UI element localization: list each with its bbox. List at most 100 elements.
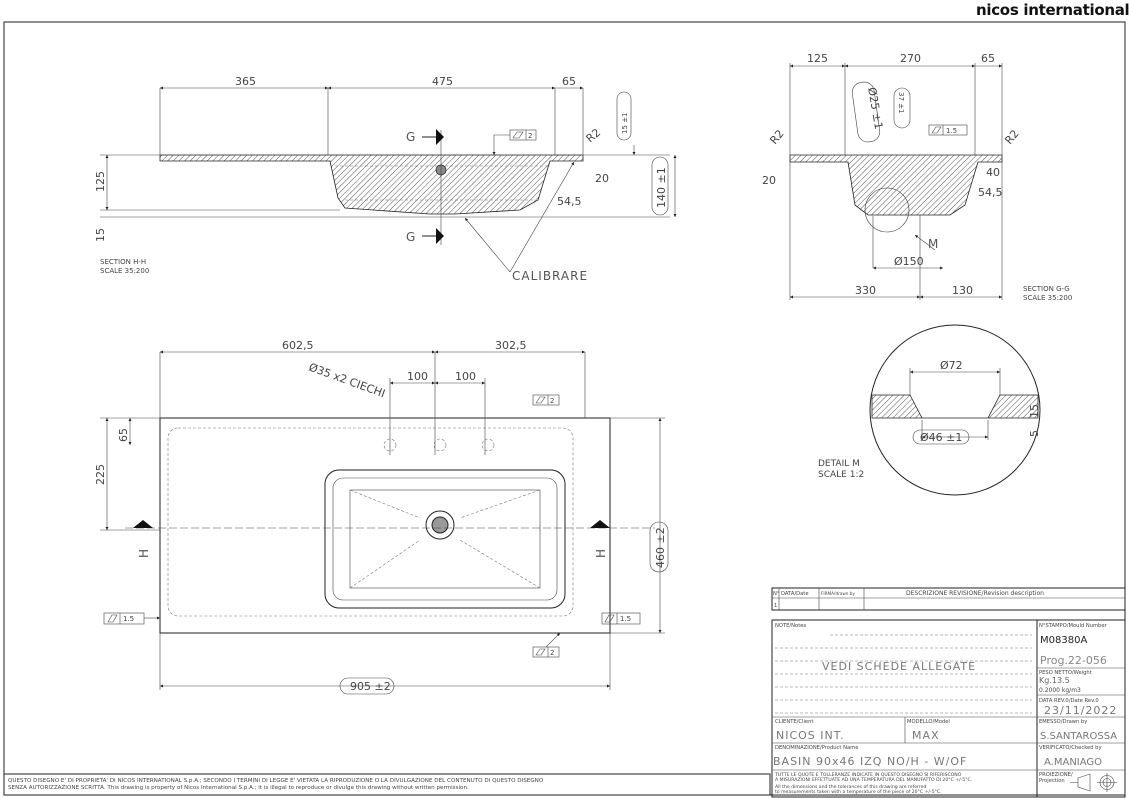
dim-130: 130: [952, 284, 973, 297]
dim-100-left: 100: [407, 370, 428, 383]
cut-label-h-right: H: [594, 548, 608, 558]
svg-text:to measurements taken with a t: to measurements taken with a temperature…: [775, 789, 941, 795]
dim-270: 270: [900, 52, 921, 65]
svg-text:TUTTE LE QUOTE E TOLLERANZE IN: TUTTE LE QUOTE E TOLLERANZE INDICATE IN …: [774, 772, 962, 778]
flatness-box-bottom: 2: [532, 632, 561, 658]
radius-r2: R2: [584, 126, 604, 145]
weight: Kg.13.5: [1039, 676, 1070, 685]
company-logo: nicos international: [976, 1, 1129, 19]
flatness-box-left: 1.5: [103, 612, 160, 625]
checked-by: A.MANIAGO: [1044, 757, 1102, 768]
svg-text:N°: N°: [773, 591, 780, 597]
dim-46-tol: Ø46 ±1: [920, 431, 962, 444]
dim-65-plan: 65: [117, 428, 130, 442]
client-name: NICOS INT.: [776, 729, 845, 742]
dim-15: 15: [94, 228, 107, 242]
detail-m-marker: M: [928, 237, 939, 251]
svg-text:FIRMA/drawn by: FIRMA/drawn by: [821, 591, 855, 596]
svg-text:QUESTO DISEGNO E' DI PROPRIETA: QUESTO DISEGNO E' DI PROPRIETA' DI NICOS…: [8, 778, 544, 784]
dim-150: Ø150: [894, 255, 924, 268]
dim-365: 365: [235, 75, 256, 88]
flatness-1-5-gg: 1.5: [946, 127, 957, 135]
model-name: MAX: [912, 729, 940, 742]
svg-text:CLIENTE/Client: CLIENTE/Client: [775, 719, 813, 725]
svg-text:EMESSO/Drawn by: EMESSO/Drawn by: [1039, 719, 1087, 725]
mould-number: M08380A: [1040, 635, 1087, 646]
svg-text:2: 2: [550, 649, 554, 657]
dim-15-detail: 15: [1028, 404, 1041, 418]
dim-72: Ø72: [940, 359, 963, 372]
drawing-frame: [3, 21, 1126, 796]
dim-65: 65: [562, 75, 576, 88]
radius-r2-left: R2: [767, 127, 786, 147]
dim-905-tol: 905 ±2: [350, 680, 391, 693]
dim-54-5-gg: 54,5: [978, 186, 1003, 199]
svg-text:DESCRIZIONE REVISIONE/Revision: DESCRIZIONE REVISIONE/Revision descripti…: [906, 590, 1044, 597]
cut-label-g-bottom: G: [406, 230, 416, 244]
section-hh: 365 475 65 125 15 15 ±1 140 ±1 20 54,5 R…: [94, 75, 677, 283]
flatness-box-right: 1.5: [601, 612, 641, 625]
dim-5-detail: 5: [1028, 430, 1041, 437]
svg-text:MODELLO/Model: MODELLO/Model: [907, 719, 950, 725]
svg-text:A MISURAZIONI EFFETTUATE AD UN: A MISURAZIONI EFFETTUATE AD UNA TEMPERAT…: [775, 777, 972, 783]
svg-text:PROIEZIONE/: PROIEZIONE/: [1039, 772, 1073, 778]
dim-37-tol: 37 ±1: [897, 92, 905, 113]
projection-symbol-icon: [1070, 773, 1117, 792]
svg-text:DENOMINAZIONE/Product Name: DENOMINAZIONE/Product Name: [775, 745, 858, 751]
drawn-by: S.SANTAROSSA: [1040, 731, 1117, 742]
dim-20: 20: [595, 172, 609, 185]
svg-text:Projection: Projection: [1039, 778, 1065, 784]
plan-view: 602,5 302,5 100 100 Ø35 x2 CIECHI 225 65…: [94, 339, 669, 695]
dim-330: 330: [855, 284, 876, 297]
dim-40: 40: [986, 166, 1000, 179]
detail-m: Ø72 Ø46 ±1 15 5 DETAIL M SCALE 1:2: [818, 324, 1041, 496]
svg-text:SENZA AUTORIZZAZIONE SCRITTA.: SENZA AUTORIZZAZIONE SCRITTA. This drawi…: [8, 785, 469, 791]
dim-65-gg: 65: [981, 52, 995, 65]
svg-text:2: 2: [550, 397, 554, 405]
dim-225: 225: [94, 464, 107, 485]
holes-note: Ø35 x2 CIECHI: [307, 361, 387, 401]
flatness-box-top: 2: [532, 394, 560, 406]
dim-20-gg: 20: [762, 174, 776, 187]
flatness-2: 2: [528, 132, 532, 140]
detail-m-scale: SCALE 1:2: [818, 470, 864, 480]
dim-140-tol: 140 ±1: [655, 167, 668, 208]
dim-100-right: 100: [455, 370, 476, 383]
svg-text:DATA/Date: DATA/Date: [781, 591, 809, 597]
radius-r2-right: R2: [1002, 127, 1021, 147]
section-hh-scale: SCALE 35:200: [100, 267, 149, 275]
notes-text: VEDI SCHEDE ALLEGATE: [822, 660, 976, 673]
product-name: BASIN 90x46 IZQ NO/H - W/OF: [773, 755, 967, 768]
cut-label-g-top: G: [406, 130, 416, 144]
calibrare-note: CALIBRARE: [512, 269, 588, 283]
svg-text:N°STAMPO/Mould Number: N°STAMPO/Mould Number: [1039, 623, 1108, 629]
svg-text:DATA REV.0/Date Rev.0: DATA REV.0/Date Rev.0: [1039, 698, 1099, 704]
dim-460-tol: 460 ±2: [654, 527, 667, 568]
footer-disclaimer: QUESTO DISEGNO E' DI PROPRIETA' DI NICOS…: [3, 773, 771, 796]
svg-text:VERIFICATO/Checked by: VERIFICATO/Checked by: [1039, 745, 1102, 751]
title-block: NOTE/Notes VEDI SCHEDE ALLEGATE N°STAMPO…: [771, 619, 1126, 798]
prog-number: Prog.22-056: [1040, 654, 1107, 667]
dim-15-tol: 15 ±1: [621, 113, 629, 134]
section-gg-scale: SCALE 35:200: [1023, 294, 1072, 302]
dim-302-5: 302,5: [495, 339, 527, 352]
svg-text:0.2000 kg/m3: 0.2000 kg/m3: [1039, 687, 1081, 694]
detail-m-title: DETAIL M: [818, 459, 860, 469]
revision-date: 23/11/2022: [1044, 704, 1117, 717]
dim-54-5: 54,5: [557, 195, 582, 208]
dim-overflow-diameter: Ø25 ±1: [865, 86, 885, 130]
dim-125: 125: [94, 171, 107, 192]
dim-125-gg: 125: [807, 52, 828, 65]
revision-table: N° DATA/Date FIRMA/drawn by DESCRIZIONE …: [771, 587, 1126, 611]
section-hh-title: SECTION H-H: [100, 258, 146, 266]
dim-475: 475: [432, 75, 453, 88]
cut-label-h-left: H: [137, 548, 151, 558]
section-gg-title: SECTION G-G: [1023, 285, 1070, 293]
section-gg: 125 270 65 Ø25 ±1 37 ±1 1.5 R2 R2 20 40 …: [762, 52, 1072, 302]
svg-text:NOTE/Notes: NOTE/Notes: [775, 623, 806, 629]
svg-text:PESO NETTO/Weight: PESO NETTO/Weight: [1039, 670, 1092, 676]
svg-text:1.5: 1.5: [620, 615, 631, 623]
svg-text:1: 1: [774, 603, 777, 609]
svg-text:1.5: 1.5: [123, 615, 134, 623]
